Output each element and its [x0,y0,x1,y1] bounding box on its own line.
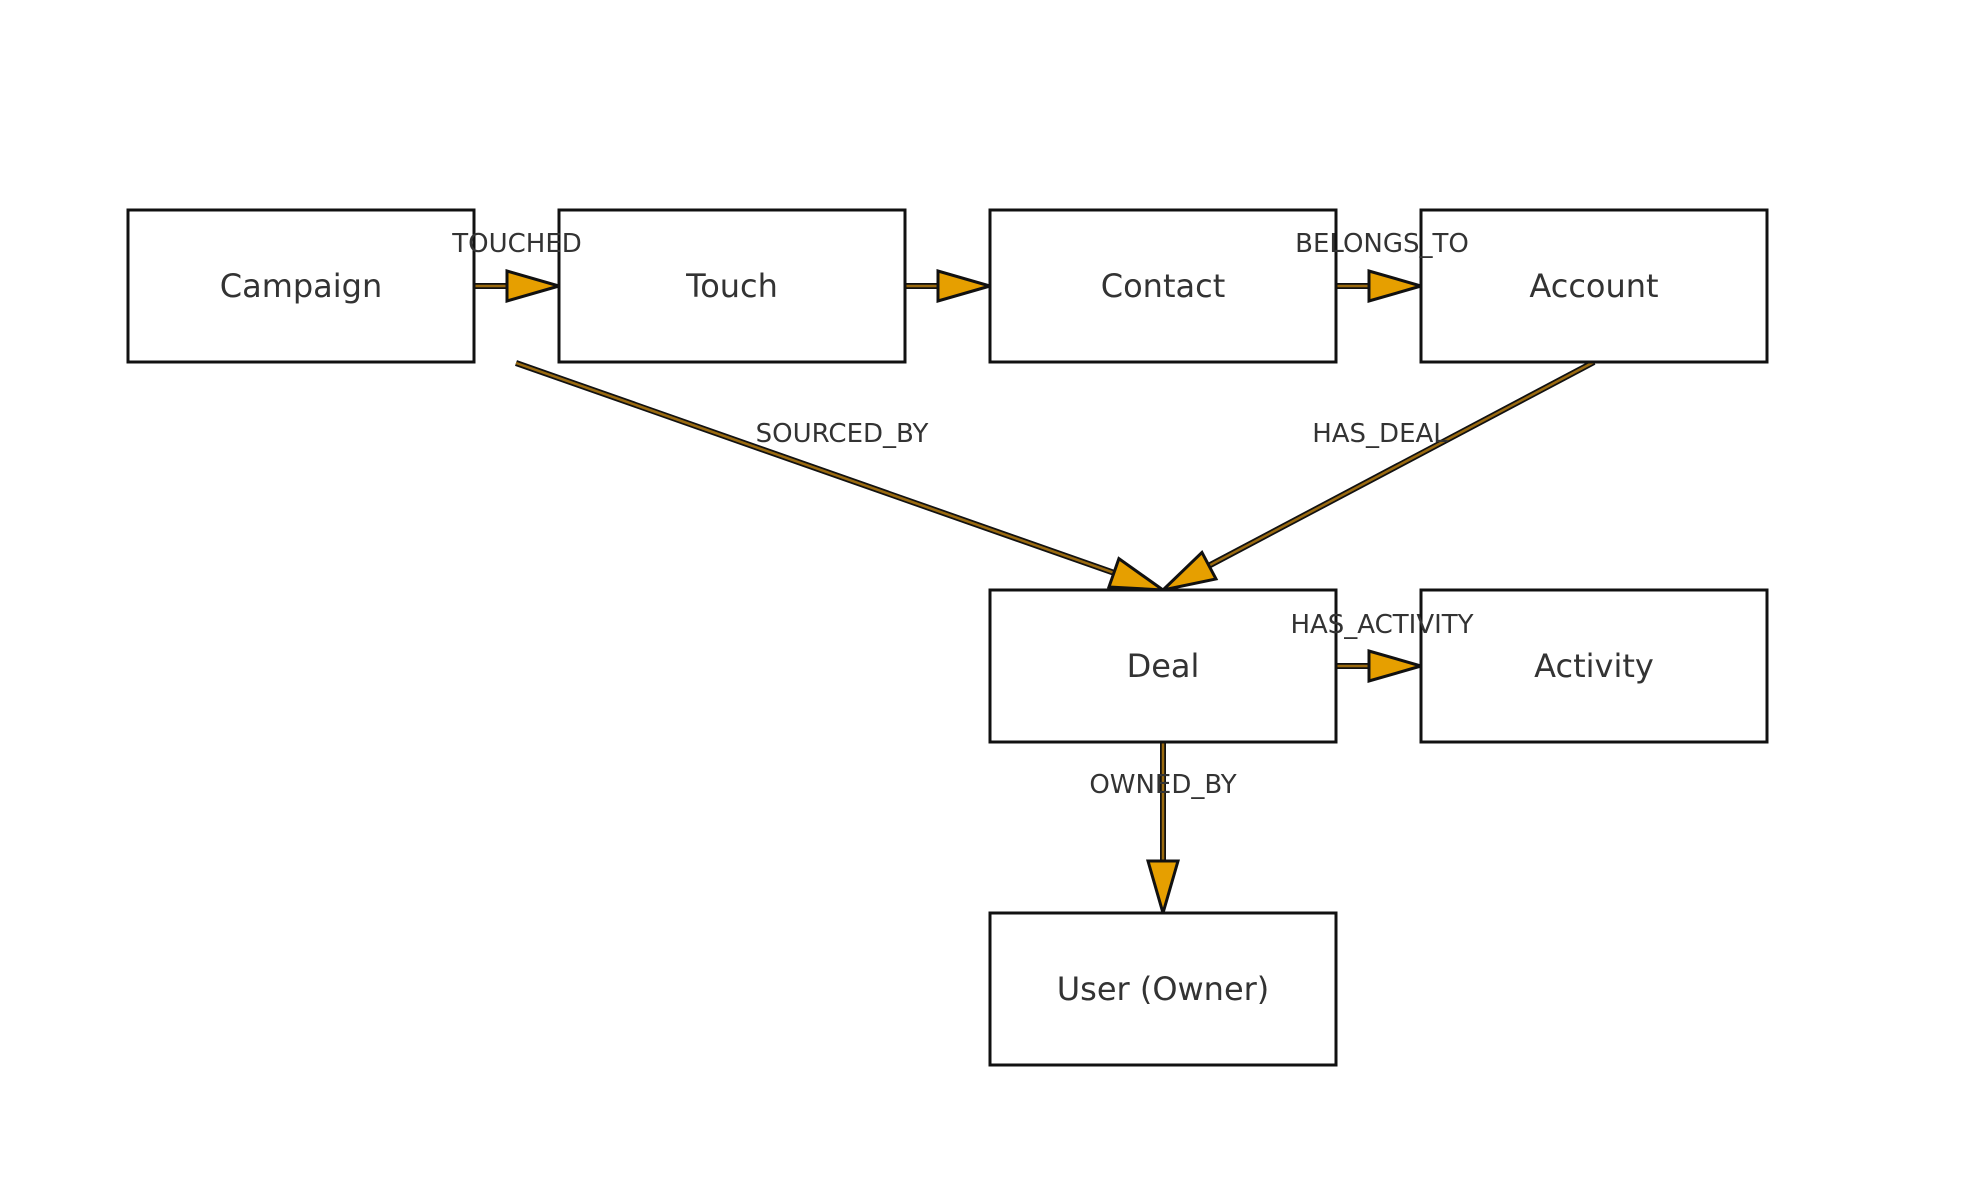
edge-label-touched: TOUCHED [451,229,582,259]
node-label: Deal [1127,647,1200,685]
edge-touch-to-deal [515,360,1169,592]
edge-deal-to-activity [1336,649,1427,683]
node-label: User (Owner) [1057,970,1270,1008]
node-box[interactable] [126,208,476,364]
node-deal[interactable]: Deal [988,588,1338,744]
node-label: Contact [1101,267,1226,305]
arrowhead-icon [1146,859,1180,919]
edge-label-owned-by: OWNED_BY [1089,770,1236,800]
edge-campaign-to-touch [474,269,565,303]
arrowhead-icon [1158,549,1219,593]
node-user[interactable]: User (Owner) [988,911,1338,1067]
node-box[interactable] [988,911,1338,1067]
edge-shaft-core [1208,360,1595,567]
edge-deal-to-user [1146,742,1180,919]
edge-label-has-deal: HAS_DEAL [1312,419,1448,449]
arrowhead-icon [936,269,996,303]
edge-labels-layer: TOUCHED BELONGS_TO SOURCED_BY HAS_DEAL HAS_A… [451,229,1473,800]
node-box[interactable] [1419,208,1769,364]
node-touch[interactable]: Touch [557,208,907,364]
edge-account-to-deal [1158,359,1596,593]
node-account[interactable]: Account [1419,208,1769,364]
edge-touch-to-contact [905,269,996,303]
arrowhead-icon [1106,556,1169,592]
arrowhead-icon [1367,269,1427,303]
node-label: Account [1529,267,1658,305]
node-campaign[interactable]: Campaign [126,208,476,364]
edge-contact-to-account [1336,269,1427,303]
edge-shaft-core [515,361,1115,574]
node-box[interactable] [557,208,907,364]
edge-label-belongs-to: BELONGS_TO [1295,229,1469,259]
edges-layer [474,269,1596,919]
edge-label-has-activity: HAS_ACTIVITY [1290,610,1473,640]
node-label: Campaign [220,267,383,305]
node-activity[interactable]: Activity [1419,588,1769,744]
arrowhead-icon [1367,649,1427,683]
edge-label-sourced-by: SOURCED_BY [756,419,929,449]
node-box[interactable] [1419,588,1769,744]
node-box[interactable] [988,208,1338,364]
node-box[interactable] [988,588,1338,744]
arrowhead-icon [505,269,565,303]
node-label: Touch [685,267,778,305]
node-label: Activity [1534,647,1654,685]
node-contact[interactable]: Contact [988,208,1338,364]
